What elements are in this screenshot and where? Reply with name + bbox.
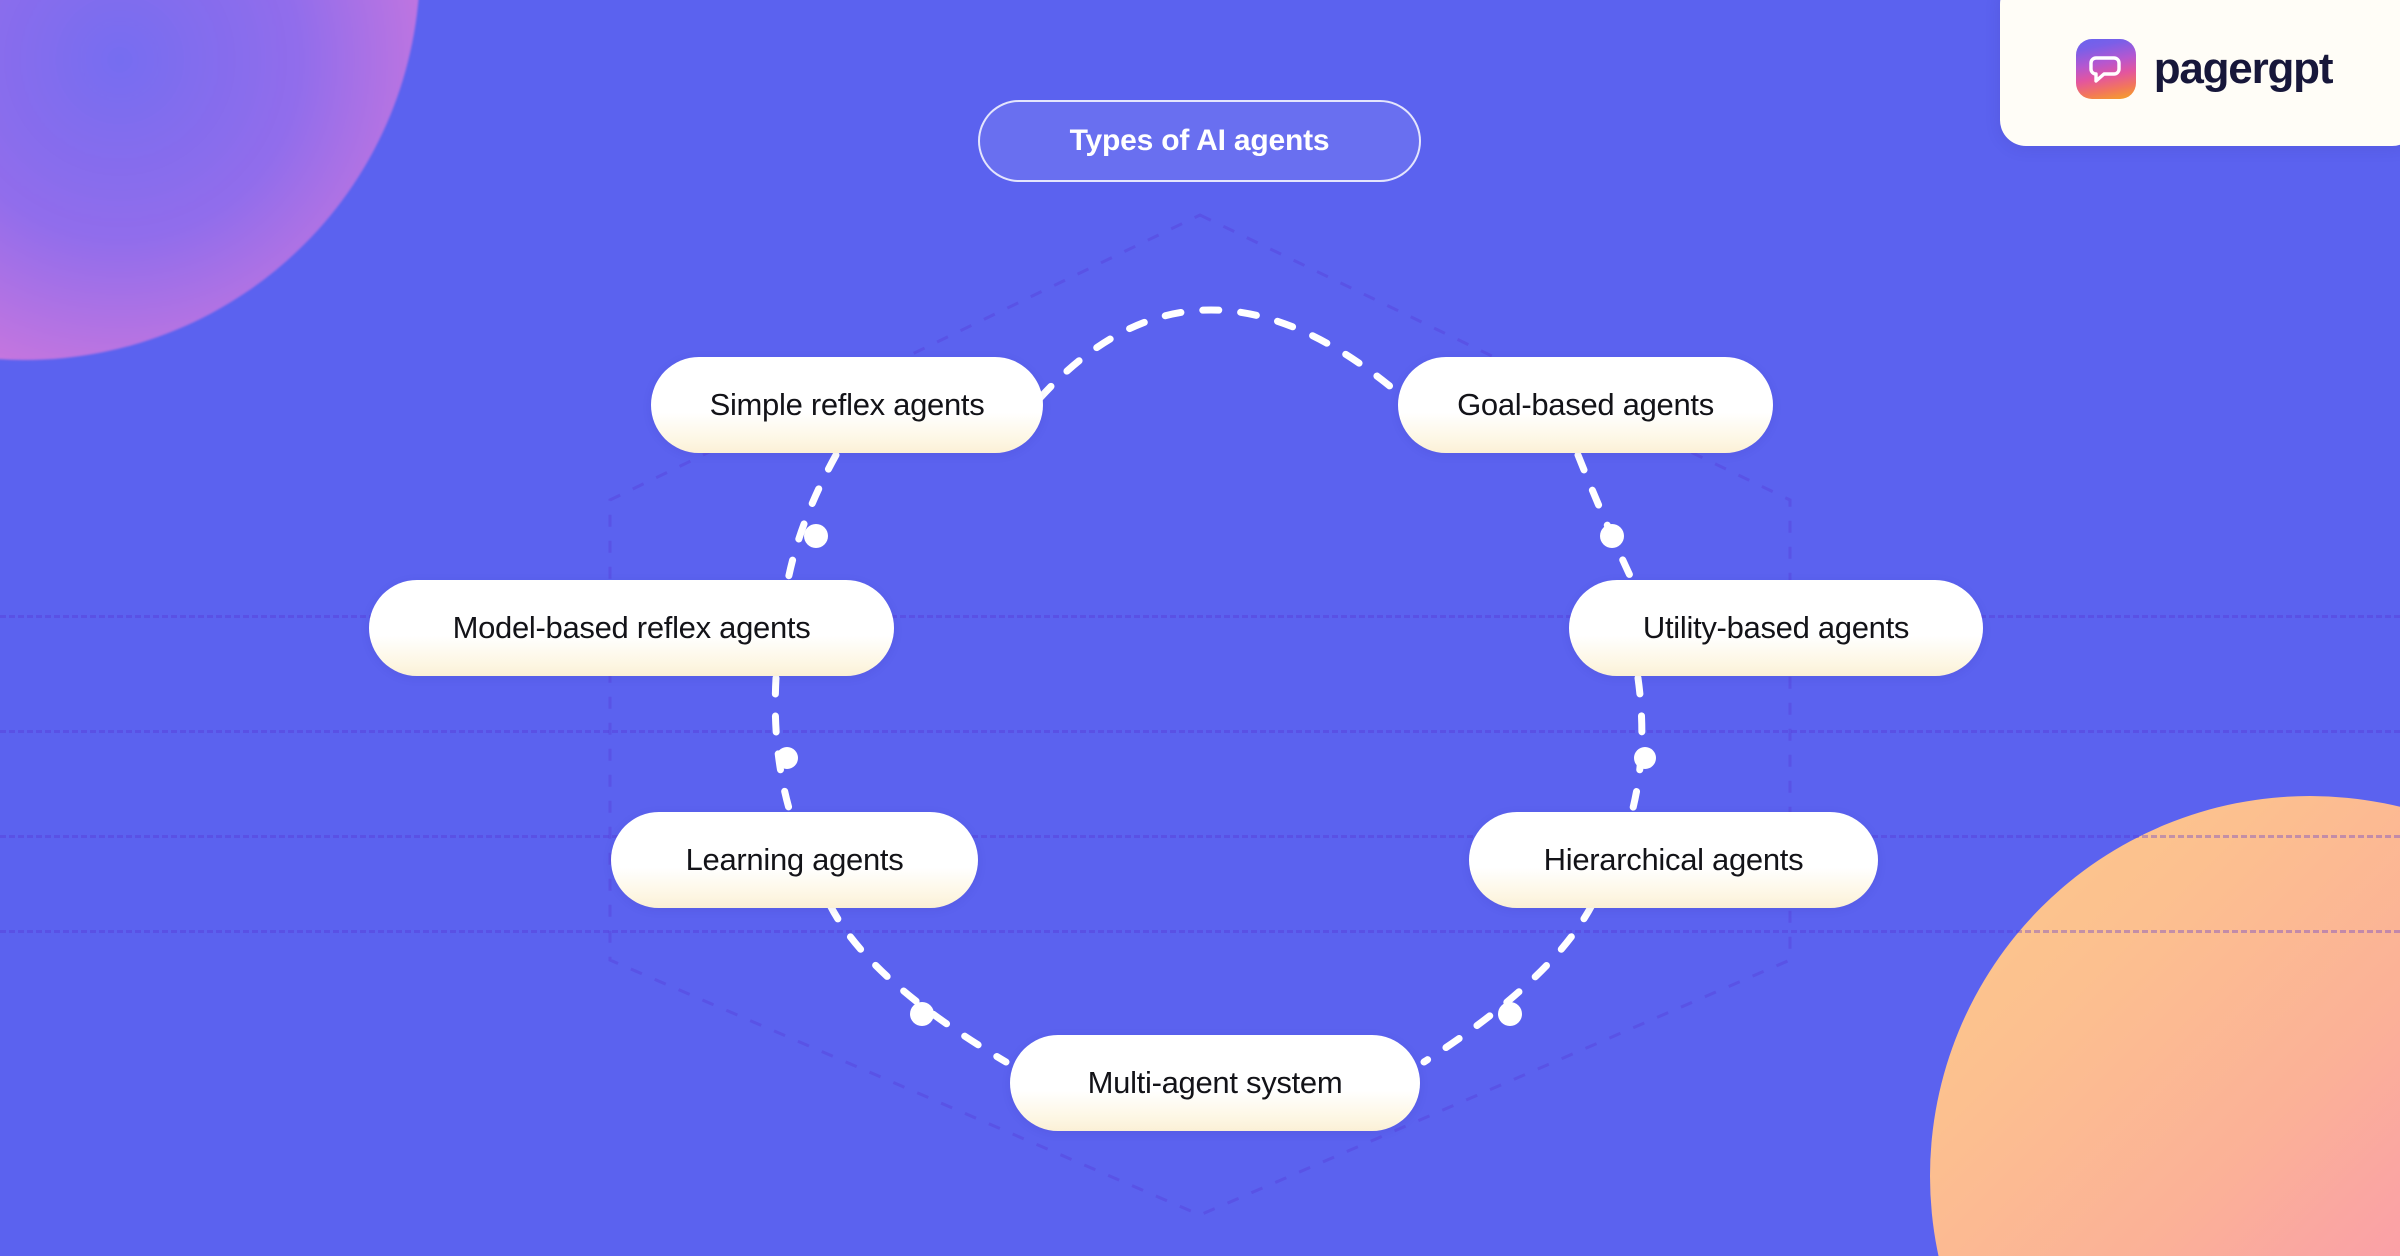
connector-dot [1600,524,1624,548]
node-label: Learning agents [685,842,904,877]
node-hierarchical-agents[interactable]: Hierarchical agents [1469,812,1878,908]
brand-wordmark: pagergpt [2153,44,2334,93]
diagram-title-pill: Types of AI agents [978,100,1421,182]
node-simple-reflex-agents[interactable]: Simple reflex agents [651,357,1043,453]
brand-logo-card: pagergpt [2000,0,2400,146]
connector-dot [910,1002,934,1026]
gradient-circle-bottom-right-decor [1930,796,2400,1256]
node-label: Utility-based agents [1642,610,1910,645]
connector-simple-to-model [784,451,840,584]
connector-utility-to-hierarchical [1628,674,1646,816]
node-label: Multi-agent system [1087,1065,1343,1100]
node-label: Model-based reflex agents [452,610,811,645]
background-dashed-line [0,835,2400,838]
node-goal-based-agents[interactable]: Goal-based agents [1398,357,1773,453]
connector-dot [776,747,798,769]
node-learning-agents[interactable]: Learning agents [611,812,978,908]
connector-dot [804,524,828,548]
node-label: Hierarchical agents [1543,842,1804,877]
background-dashed-line [0,730,2400,733]
node-label: Goal-based agents [1457,387,1714,422]
background-dashed-line [0,615,2400,618]
connector-learning-to-multiagent [826,901,1010,1066]
page-title: Types of AI agents [1069,124,1330,157]
node-model-based-reflex-agents[interactable]: Model-based reflex agents [369,580,894,676]
node-utility-based-agents[interactable]: Utility-based agents [1569,580,1983,676]
brand-logo: pagergpt [2075,39,2334,99]
background-dashed-line [0,930,2400,933]
connector-goal-to-utility [1574,451,1636,584]
connector-model-to-learning [771,674,794,816]
connector-simple-to-goal [1036,306,1408,402]
gradient-circle-top-left-decor [0,0,420,360]
connector-dot [1634,747,1656,769]
connector-dot [1498,1002,1522,1026]
node-multi-agent-system[interactable]: Multi-agent system [1010,1035,1420,1131]
pagergpt-speech-bubble-icon [2075,39,2136,99]
connector-hierarchical-to-multiagent [1420,901,1596,1066]
node-label: Simple reflex agents [709,387,985,422]
